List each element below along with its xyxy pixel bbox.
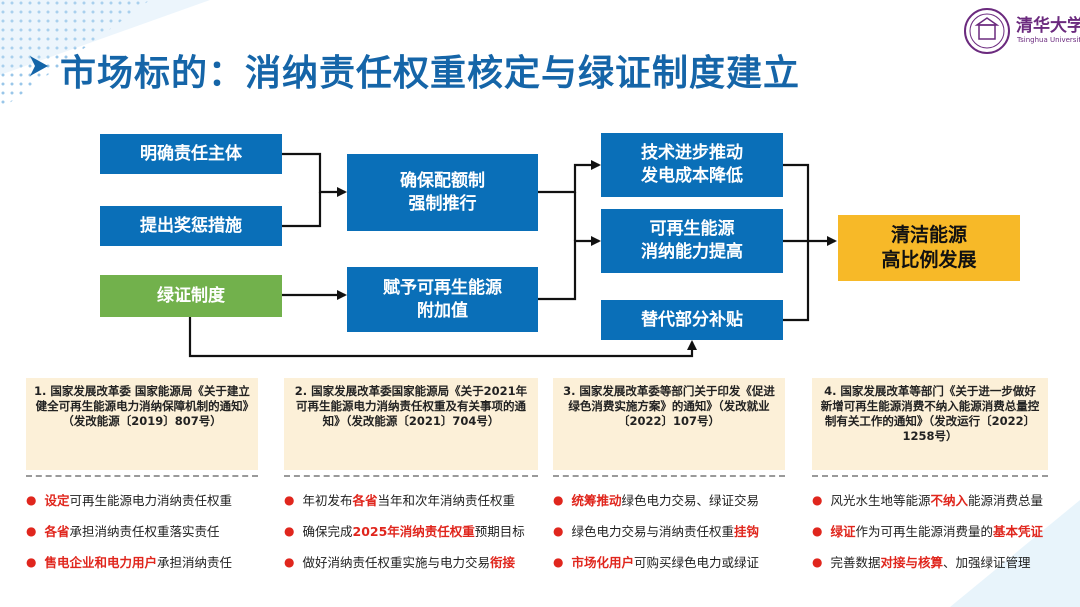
bullet-item: ● 做好消纳责任权重实施与电力交易衔接 bbox=[284, 552, 515, 571]
box-tech-cost-reduction: 技术进步推动 发电成本降低 bbox=[601, 133, 783, 197]
separator-1 bbox=[26, 475, 258, 477]
separator-4 bbox=[812, 475, 1048, 477]
policy-doc-1: 1. 国家发展改革委 国家能源局《关于建立健全可再生能源电力消纳保障机制的通知》… bbox=[26, 378, 258, 470]
bullet-text: 能源消费总量 bbox=[968, 493, 1044, 508]
bullet-dot-icon: ● bbox=[553, 523, 564, 538]
bullet-item: ● 售电企业和电力用户承担消纳责任 bbox=[26, 552, 232, 571]
bullet-text: 可购买绿色电力或绿证 bbox=[634, 555, 760, 570]
bullet-dot-icon: ● bbox=[26, 492, 37, 507]
bullet-dot-icon: ● bbox=[284, 554, 295, 569]
box-consumption-capacity: 可再生能源 消纳能力提高 bbox=[601, 209, 783, 273]
bullet-text: 绿色电力交易与消纳责任权重 bbox=[571, 524, 734, 539]
bullet-dot-icon: ● bbox=[812, 554, 823, 569]
bullet-item: ● 各省承担消纳责任权重落实责任 bbox=[26, 521, 220, 540]
bullet-highlight-text: 对接与核算 bbox=[880, 555, 944, 570]
box-quota-enforcement: 确保配额制 强制推行 bbox=[347, 154, 538, 231]
bullet-dot-icon: ● bbox=[553, 492, 564, 507]
tsinghua-logo bbox=[964, 8, 1010, 54]
separator-3 bbox=[553, 475, 785, 477]
bullet-highlight-text: 绿证 bbox=[830, 524, 856, 539]
bullet-text: 、加强绿证管理 bbox=[943, 555, 1031, 570]
bullet-dot-icon: ● bbox=[812, 523, 823, 538]
bullet-text: 预期目标 bbox=[474, 524, 525, 539]
bullet-text: 承担消纳责任 bbox=[157, 555, 233, 570]
policy-doc-4: 4. 国家发展改革等部门《关于进一步做好新增可再生能源消费不纳入能源消费总量控制… bbox=[812, 378, 1048, 470]
bullet-text: 风光水生地等能源 bbox=[830, 493, 931, 508]
bullet-text: 作为可再生能源消费量的 bbox=[855, 524, 994, 539]
bullet-dot-icon: ● bbox=[284, 523, 295, 538]
bullet-text: 完善数据 bbox=[830, 555, 881, 570]
bullet-highlight-text: 各省 bbox=[44, 524, 70, 539]
bullet-text: 可再生能源电力消纳责任权重 bbox=[69, 493, 233, 508]
bullet-highlight-text: 设定 bbox=[44, 493, 70, 508]
box-define-responsible-entity: 明确责任主体 bbox=[100, 134, 282, 174]
policy-doc-2: 2. 国家发展改革委国家能源局《关于2021年可再生能源电力消纳责任权重及有关事… bbox=[284, 378, 538, 470]
bullet-text: 当年和次年消纳责任权重 bbox=[377, 493, 516, 508]
bullet-dot-icon: ● bbox=[26, 523, 37, 538]
bullet-item: ● 统筹推动绿色电力交易、绿证交易 bbox=[553, 490, 759, 509]
title-arrow-icon bbox=[30, 56, 48, 76]
bullet-highlight-text: 各省 bbox=[352, 493, 378, 508]
bullet-dot-icon: ● bbox=[26, 554, 37, 569]
separator-2 bbox=[284, 475, 538, 477]
bullet-item: ● 完善数据对接与核算、加强绿证管理 bbox=[812, 552, 1031, 571]
bullet-highlight-text: 基本凭证 bbox=[993, 524, 1044, 539]
bullet-dot-icon: ● bbox=[812, 492, 823, 507]
bullet-highlight-text: 市场化用户 bbox=[571, 555, 634, 570]
bullet-highlight-text: 不纳入 bbox=[930, 493, 969, 508]
bullet-text: 绿色电力交易、绿证交易 bbox=[621, 493, 760, 508]
bullet-item: ● 市场化用户可购买绿色电力或绿证 bbox=[553, 552, 759, 571]
bullet-item: ● 绿色电力交易与消纳责任权重挂钩 bbox=[553, 521, 759, 540]
bullet-item: ● 风光水生地等能源不纳入能源消费总量 bbox=[812, 490, 1043, 509]
bullet-item: ● 设定可再生能源电力消纳责任权重 bbox=[26, 490, 232, 509]
box-replace-subsidies: 替代部分补贴 bbox=[601, 300, 783, 340]
box-green-certificate-system: 绿证制度 bbox=[100, 275, 282, 317]
bullet-item: ● 年初发布各省当年和次年消纳责任权重 bbox=[284, 490, 515, 509]
logo-text: 清华大学 bbox=[1016, 16, 1080, 36]
page-title: 市场标的：消纳责任权重核定与绿证制度建立 bbox=[60, 53, 801, 94]
box-reward-penalty-measures: 提出奖惩措施 bbox=[100, 206, 282, 246]
bullet-text: 做好消纳责任权重实施与电力交易 bbox=[302, 555, 490, 570]
box-renewable-added-value: 赋予可再生能源 附加值 bbox=[347, 267, 538, 332]
bullet-text: 年初发布 bbox=[302, 493, 353, 508]
bullet-dot-icon: ● bbox=[284, 492, 295, 507]
box-clean-energy-goal: 清洁能源 高比例发展 bbox=[838, 215, 1020, 281]
policy-doc-3: 3. 国家发展改革委等部门关于印发《促进绿色消费实施方案》的通知》（发改就业〔2… bbox=[553, 378, 785, 470]
bullet-dot-icon: ● bbox=[553, 554, 564, 569]
bullet-highlight-text: 售电企业和电力用户 bbox=[44, 555, 157, 570]
bullet-highlight-text: 挂钩 bbox=[734, 524, 760, 539]
bullet-highlight-text: 2025年消纳责任权重 bbox=[352, 524, 475, 539]
bullet-text: 承担消纳责任权重落实责任 bbox=[69, 524, 220, 539]
logo-subtitle: Tsinghua University bbox=[1017, 36, 1080, 44]
bullet-text: 确保完成 bbox=[302, 524, 353, 539]
bullet-highlight-text: 统筹推动 bbox=[571, 493, 622, 508]
bullet-item: ● 绿证作为可再生能源消费量的基本凭证 bbox=[812, 521, 1043, 540]
bullet-highlight-text: 衔接 bbox=[490, 555, 516, 570]
